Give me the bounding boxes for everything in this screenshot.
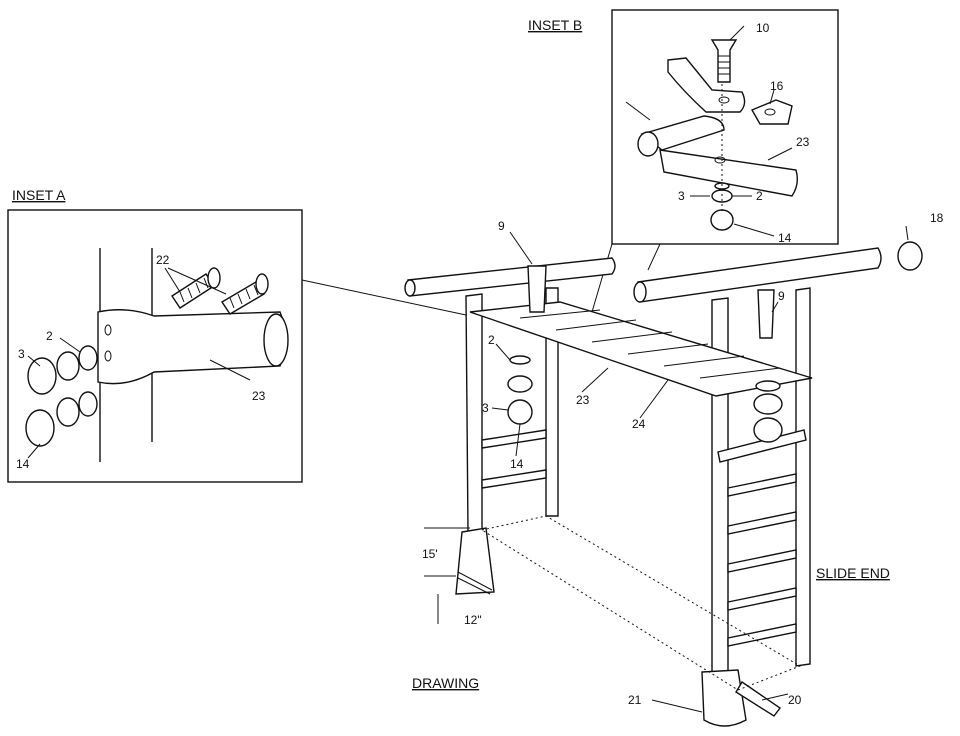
label-3: 3 (482, 401, 489, 415)
inset-b-label-3: 3 (678, 189, 685, 203)
inset-a-bolts (171, 267, 269, 315)
inset-b: INSET B 10 16 23 3 2 14 (528, 9, 839, 245)
inset-b-frame (611, 9, 839, 245)
inset-b-label-2: 2 (756, 189, 763, 203)
label-2: 2 (488, 333, 495, 347)
end-cap (897, 241, 923, 271)
inset-a-title: INSET A (12, 187, 66, 203)
slide-end-title: SLIDE END (816, 565, 890, 581)
inset-b-label-14: 14 (778, 231, 792, 245)
inset-b-bracket (667, 57, 746, 113)
right-ladder-rungs (717, 429, 807, 647)
inset-b-plate (750, 99, 793, 125)
inset-b-title: INSET B (528, 17, 582, 33)
label-9-left: 9 (498, 219, 505, 233)
inset-b-label-23: 23 (796, 135, 810, 149)
inset-a-label-22: 22 (156, 253, 170, 267)
inset-b-label-16: 16 (770, 79, 784, 93)
drawing-title: DRAWING (412, 675, 479, 691)
left-hardware-stack (507, 355, 533, 425)
right-rear-leg (795, 287, 811, 667)
label-23: 23 (576, 393, 590, 407)
inset-a: INSET A (7, 187, 303, 483)
left-rear-leg (545, 287, 559, 517)
left-post-bolt (527, 265, 547, 313)
left-top-bar (407, 257, 616, 297)
label-9-right: 9 (778, 289, 785, 303)
inset-a-label-3: 3 (18, 347, 25, 361)
inset-a-frame (7, 209, 303, 483)
left-ladder-rungs (481, 429, 547, 489)
ground-stake (735, 681, 781, 717)
inset-a-label-23: 23 (252, 389, 266, 403)
inset-b-label-10: 10 (756, 21, 770, 35)
inset-b-bolt (710, 39, 738, 83)
label-14: 14 (510, 457, 524, 471)
label-20: 20 (788, 693, 802, 707)
right-hardware-stack (753, 380, 783, 443)
right-foot (701, 669, 747, 727)
inset-b-bar (659, 149, 799, 197)
inset-a-tee-clamp (97, 309, 287, 385)
dimension-depth: 12" (464, 613, 482, 627)
label-18: 18 (930, 211, 944, 225)
label-24: 24 (632, 417, 646, 431)
dimension-angle: 15' (422, 547, 438, 561)
inset-a-label-2: 2 (46, 329, 53, 343)
inset-a-nuts (25, 345, 98, 447)
right-post-bolt (757, 289, 775, 339)
left-foot (455, 527, 495, 595)
label-21: 21 (628, 693, 642, 707)
inset-a-label-14: 14 (16, 457, 30, 471)
main-frame: 15' 12" 9 9 18 2 3 14 23 24 21 20 (404, 211, 944, 727)
right-top-bar (637, 247, 882, 303)
left-front-leg (465, 293, 483, 533)
